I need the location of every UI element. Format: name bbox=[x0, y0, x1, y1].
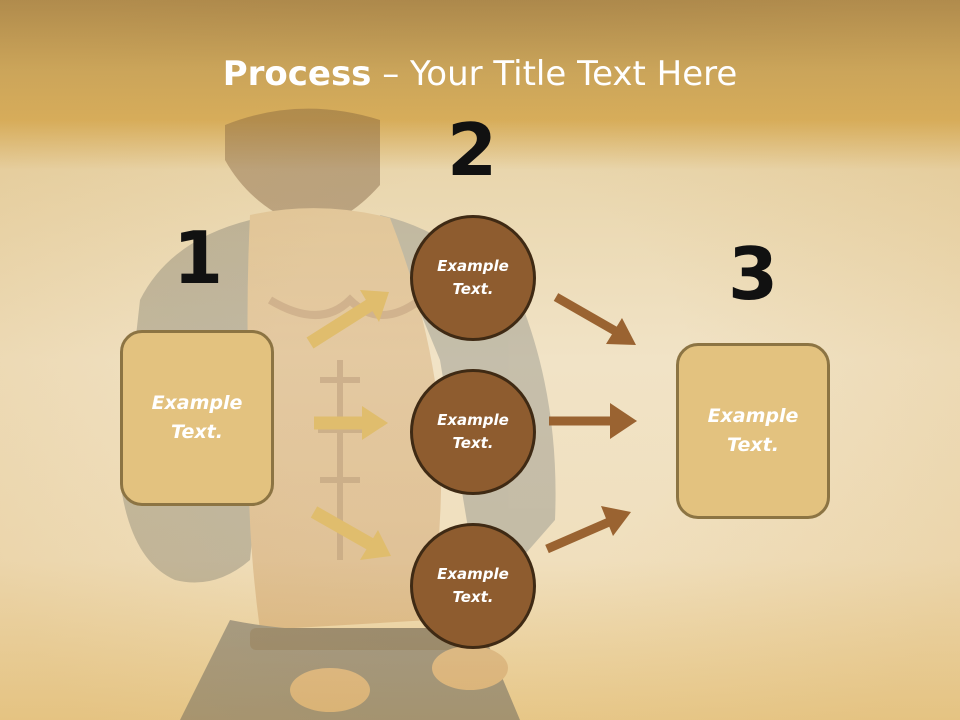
title-strong: Process bbox=[222, 54, 372, 94]
arrow-2-to-3-top bbox=[553, 293, 636, 345]
step-number-1: 1 bbox=[172, 216, 224, 300]
step-2-circle-middle: Example Text. bbox=[410, 369, 536, 495]
step-2-circle-bottom: Example Text. bbox=[410, 523, 536, 649]
step-2-circle-middle-text: Example Text. bbox=[437, 411, 509, 452]
arrow-2-to-3-bottom bbox=[545, 506, 631, 554]
step-number-2: 2 bbox=[446, 108, 498, 192]
step-2-circle-top-text: Example Text. bbox=[437, 257, 509, 298]
step-1-box: Example Text. bbox=[120, 330, 274, 506]
step-number-3: 3 bbox=[727, 232, 779, 316]
slide-title: Process – Your Title Text Here bbox=[0, 52, 960, 96]
title-rest: – Your Title Text Here bbox=[371, 54, 738, 94]
arrow-2-to-3-middle bbox=[549, 403, 637, 439]
arrow-1-to-2-middle bbox=[314, 406, 388, 440]
arrow-1-to-2-bottom bbox=[310, 506, 391, 560]
step-2-circle-bottom-text: Example Text. bbox=[437, 565, 509, 606]
step-1-text: Example Text. bbox=[151, 392, 243, 443]
step-3-text: Example Text. bbox=[707, 405, 799, 456]
step-3-box: Example Text. bbox=[676, 343, 830, 519]
arrow-1-to-2-top bbox=[306, 290, 389, 349]
step-2-circle-top: Example Text. bbox=[410, 215, 536, 341]
